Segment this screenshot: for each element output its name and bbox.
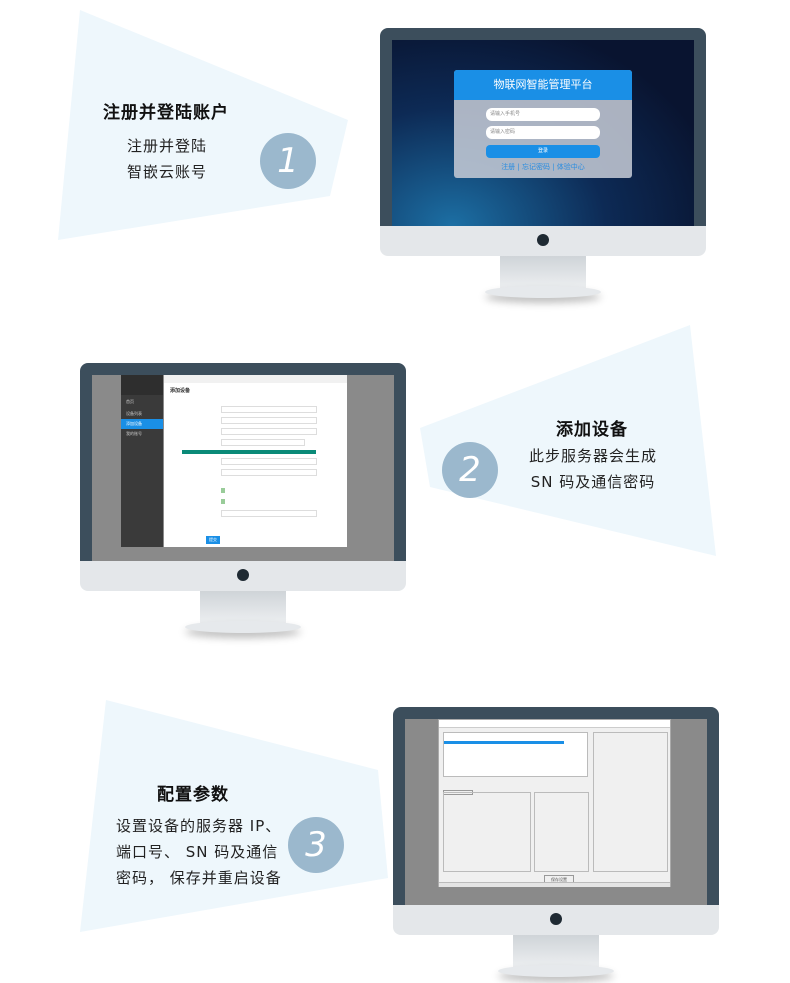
add-device-screen: 首页 设备列表 添加设备 我的账号 添加设备 提交 [92,375,394,561]
power-dot [237,569,249,581]
step-3-desc-line: 端口号、 SN 码及通信 [116,843,279,861]
monitor-config: 保存设置 [393,707,719,977]
step-1-desc-line: 智嵌云账号 [127,163,208,181]
step-1-title: 注册并登陆账户 [103,103,229,123]
monitor-add-device: 首页 设备列表 添加设备 我的账号 添加设备 提交 [80,363,406,633]
page-title: 添加设备 [170,388,191,394]
step-3-number: 3 [288,817,344,873]
config-screen: 保存设置 [405,719,707,905]
power-dot [550,913,562,925]
login-links[interactable]: 注册 | 忘记密码 | 体验中心 [501,163,585,171]
login-panel: 物联网智能管理平台 请输入手机号 请输入密码 登录 注册 | 忘记密码 | 体验… [454,70,632,178]
sidebar-item[interactable]: 设备列表 [126,411,142,416]
power-dot [537,234,549,246]
login-title: 物联网智能管理平台 [454,70,632,100]
sidebar-item-active[interactable]: 添加设备 [121,419,163,429]
phone-input[interactable]: 请输入手机号 [486,108,600,121]
submit-button[interactable]: 提交 [206,536,220,544]
step-2-title: 添加设备 [556,420,628,440]
sidebar-item[interactable]: 我的账号 [126,431,142,436]
step-2-number: 2 [442,442,498,498]
form-area: 添加设备 提交 [164,375,347,547]
step-2-desc-line: SN 码及通信密码 [530,473,656,491]
config-window: 保存设置 [438,719,671,887]
step-1-number: 1 [260,133,316,189]
step-3-title: 配置参数 [157,785,229,805]
step-2-desc-line: 此步服务器会生成 [529,447,658,465]
step-1-desc-line: 注册并登陆 [127,137,208,155]
password-input[interactable]: 请输入密码 [486,126,600,139]
sidebar: 首页 设备列表 添加设备 我的账号 [121,375,163,547]
monitor-login: 物联网智能管理平台 请输入手机号 请输入密码 登录 注册 | 忘记密码 | 体验… [380,28,706,298]
step-3-desc-line: 设置设备的服务器 IP、 [116,817,282,835]
step-3-desc-line: 密码， 保存并重启设备 [116,869,282,887]
login-screen: 物联网智能管理平台 请输入手机号 请输入密码 登录 注册 | 忘记密码 | 体验… [392,40,694,226]
login-button[interactable]: 登录 [486,145,600,158]
sidebar-item[interactable]: 首页 [126,399,134,404]
